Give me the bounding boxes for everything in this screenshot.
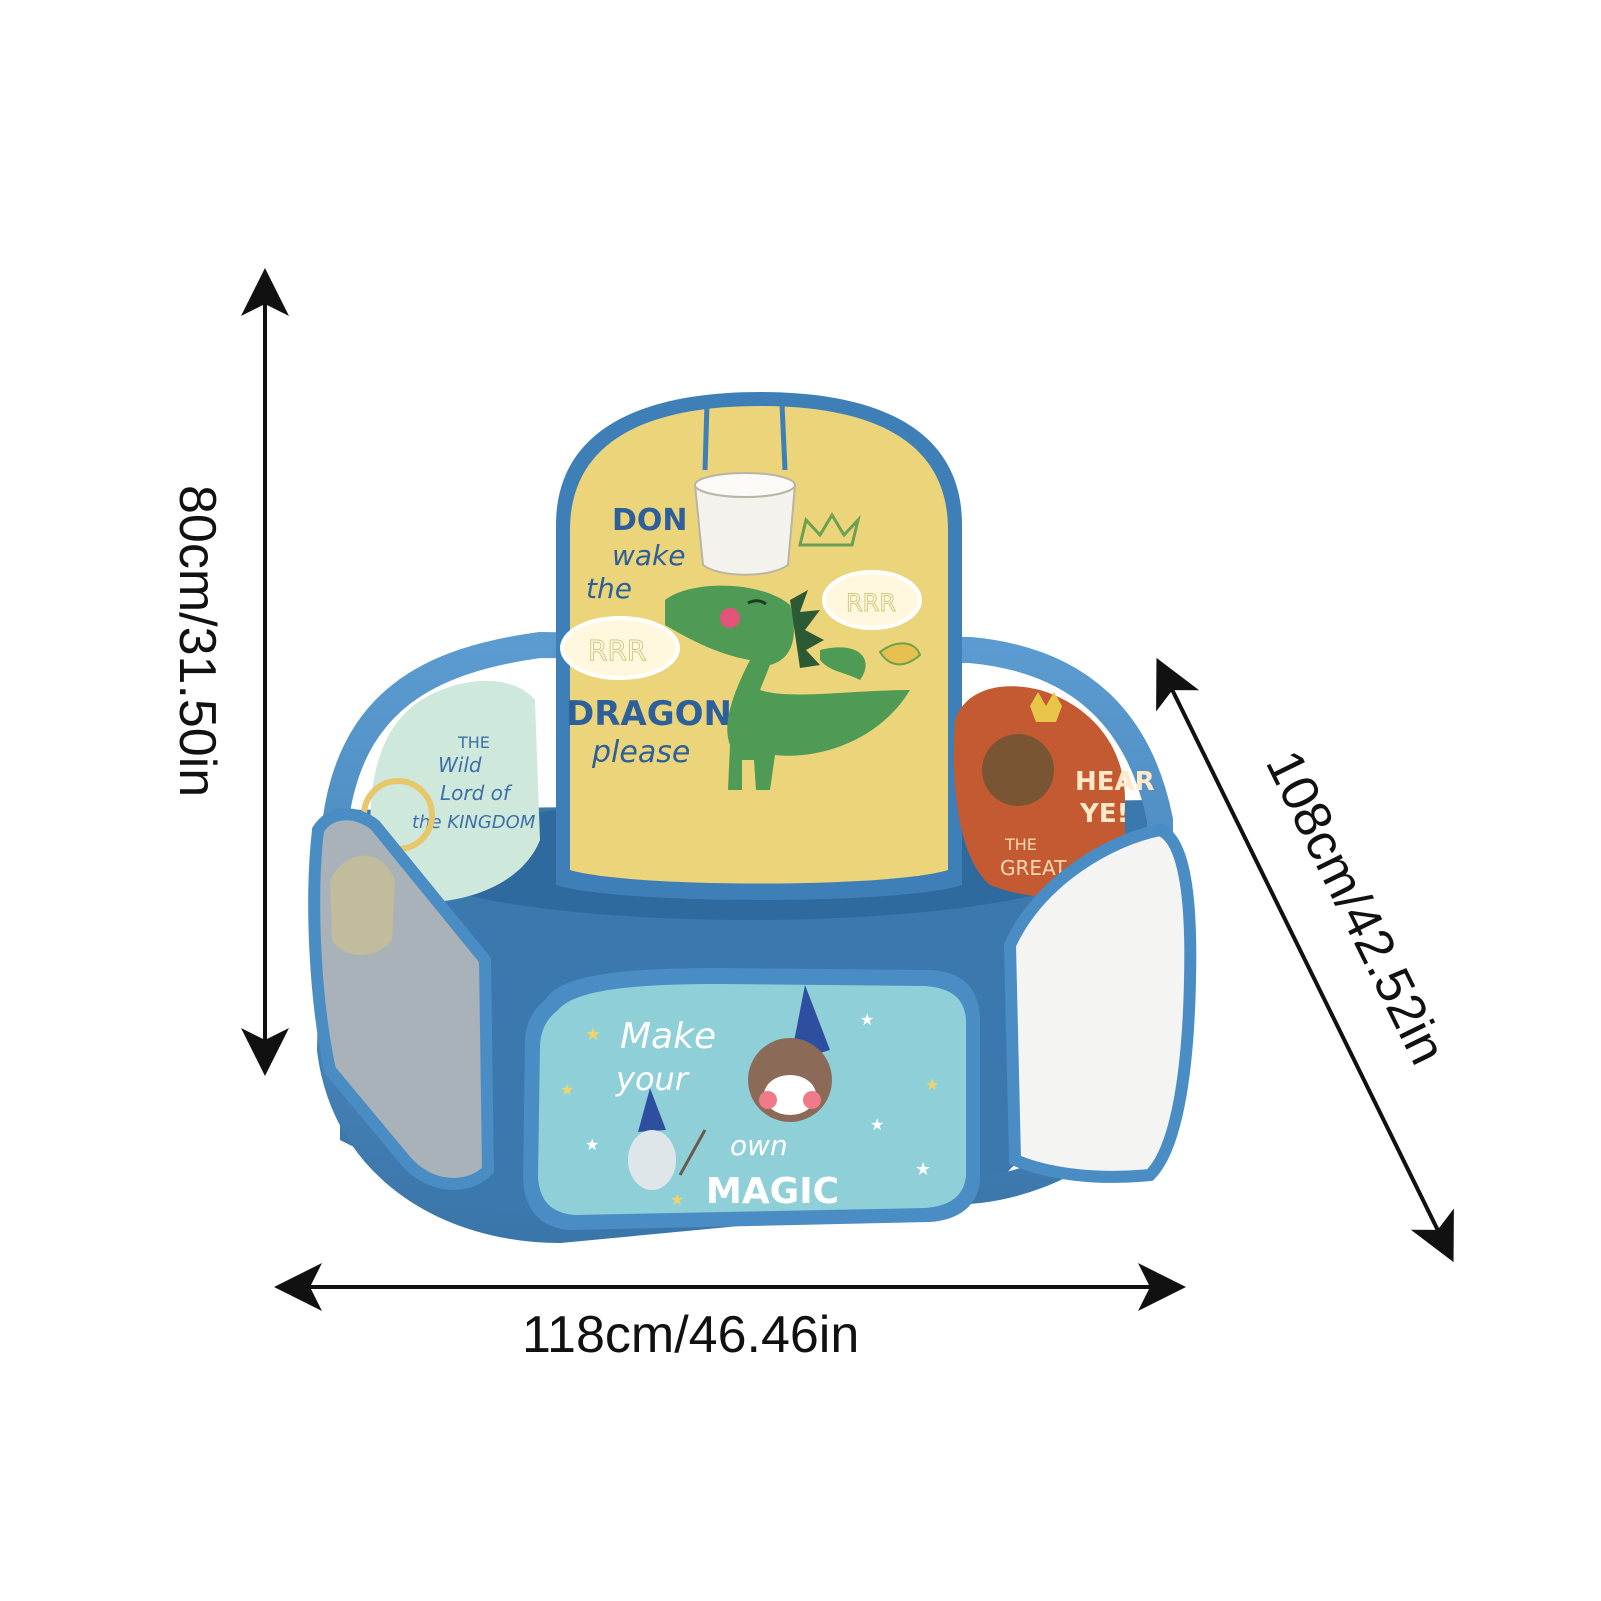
basketball-hoop-basket — [693, 484, 797, 576]
depth-dimension: 108cm/42.52in — [1156, 657, 1457, 1263]
star-icon: ★ — [670, 1192, 684, 1209]
ball-pit-illustration: DON wake the DRAGON, please RRR RRR THE … — [308, 392, 1197, 1244]
doodle-icon — [878, 642, 922, 666]
front-text-line-3: own — [730, 1129, 788, 1162]
width-label: 118cm/46.46in — [522, 1306, 859, 1364]
star-icon: ★ — [585, 1137, 599, 1154]
bubble-left-text: RRR — [588, 634, 646, 667]
depth-label: 108cm/42.52in — [1254, 742, 1457, 1074]
height-dimension: 80cm/31.50in — [168, 268, 289, 1076]
back-text-line-4: DRAGON, — [566, 694, 745, 734]
fox-cheek-right — [803, 1091, 821, 1109]
speech-bubble-right — [822, 570, 922, 630]
star-decorations: ★ ★ ★ ★ ★ ★ ★ ★ — [560, 1012, 939, 1209]
bear-crown-icon — [1030, 692, 1062, 722]
fox-wizard-illustration — [748, 985, 832, 1122]
speech-bubble-left — [560, 616, 680, 680]
mesh-see-through-lion — [330, 855, 395, 955]
owl-hat-icon — [638, 1088, 666, 1132]
left-text-line-1: THE — [457, 733, 490, 752]
dragon-eye — [747, 599, 767, 606]
left-text-line-3: Lord of — [440, 781, 513, 805]
right-text-line-3: THE — [1004, 835, 1037, 854]
front-text-line-4: MAGIC — [706, 1171, 839, 1212]
fox-face — [764, 1075, 816, 1115]
back-text-line-2: wake — [612, 539, 686, 572]
back-text-line-1: DON — [612, 503, 688, 538]
star-icon: ★ — [560, 1082, 574, 1099]
fox-cheek-left — [759, 1091, 777, 1109]
star-icon: ★ — [860, 1012, 874, 1029]
bubble-right-text: RRR — [846, 589, 896, 617]
right-text-line-2: YE! — [1079, 799, 1128, 829]
dragon-cheek — [720, 608, 740, 628]
star-icon: ★ — [925, 1077, 939, 1094]
basket-straps — [702, 403, 788, 471]
bear-illustration — [982, 734, 1054, 806]
star-icon: ★ — [915, 1159, 931, 1179]
height-label: 80cm/31.50in — [168, 485, 226, 797]
right-text-line-1: HEAR — [1075, 767, 1155, 797]
owl-body — [628, 1130, 676, 1190]
front-text-line-2: your — [615, 1060, 690, 1098]
left-text-line-2: Wild — [438, 753, 482, 777]
dragon-body — [665, 585, 910, 790]
dragon-illustration — [665, 585, 910, 790]
back-text-line-3: the — [586, 572, 632, 605]
crown-icon — [798, 512, 861, 547]
dragon-spikes — [790, 590, 824, 668]
right-mesh-panel — [1003, 823, 1197, 1183]
star-icon: ★ — [585, 1024, 601, 1044]
owl-wizard-illustration — [628, 1088, 707, 1190]
basket-rim — [694, 472, 796, 498]
dragon-wing — [820, 647, 866, 680]
depth-arrow — [1156, 657, 1454, 1263]
back-text-line-5: please — [591, 735, 690, 770]
left-text-line-4: the KINGDOM — [412, 812, 536, 833]
front-text-line-1: Make — [620, 1016, 716, 1057]
magic-wand-icon — [678, 1129, 707, 1176]
width-dimension: 118cm/46.46in — [274, 1263, 1186, 1364]
star-icon: ★ — [870, 1117, 884, 1134]
